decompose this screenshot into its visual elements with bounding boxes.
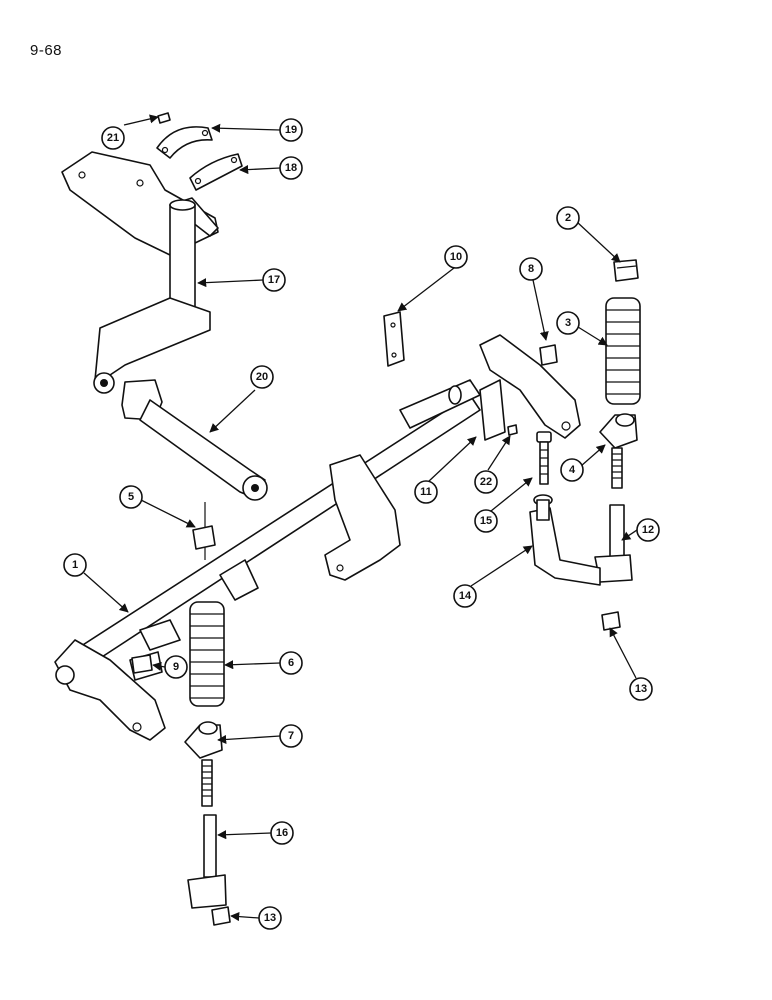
left-clevis-pin xyxy=(211,906,231,926)
callout-label: 4 xyxy=(569,464,576,476)
right-spring xyxy=(605,297,641,405)
callout: 22 xyxy=(474,470,498,494)
callout-label: 1 xyxy=(72,559,78,571)
callout: 13 xyxy=(629,677,653,701)
callout-label: 7 xyxy=(288,730,294,742)
callout-label: 12 xyxy=(642,524,654,536)
callout-label: 13 xyxy=(635,683,647,695)
callout: 1 xyxy=(63,553,87,577)
callout-label: 2 xyxy=(565,212,571,224)
right-cap-nut xyxy=(613,259,639,282)
callout: 4 xyxy=(560,458,584,482)
callout: 21 xyxy=(101,126,125,150)
callout: 7 xyxy=(279,724,303,748)
callout-label: 5 xyxy=(128,491,134,503)
small-screw xyxy=(157,112,171,124)
left-swivel-block xyxy=(184,721,223,759)
right-lever-arm xyxy=(479,334,581,439)
bolt xyxy=(536,431,552,485)
support-post xyxy=(169,199,196,311)
left-threaded-rod xyxy=(187,759,227,909)
left-spring xyxy=(189,601,225,707)
callout-label: 18 xyxy=(285,162,297,174)
right-clevis-pin xyxy=(601,611,621,631)
callout: 15 xyxy=(474,509,498,533)
callout: 11 xyxy=(414,480,438,504)
callout-label: 3 xyxy=(565,317,571,329)
leader-lines xyxy=(83,114,638,922)
clamp-lower xyxy=(189,153,243,191)
callout-label: 21 xyxy=(107,132,119,144)
cross-shaft xyxy=(74,379,481,669)
callout-label: 16 xyxy=(276,827,288,839)
yoke-arm xyxy=(529,494,601,586)
left-bushing xyxy=(131,654,153,674)
callout-label: 6 xyxy=(288,657,294,669)
right-threaded-rod xyxy=(594,447,633,583)
left-spring-bracket xyxy=(129,559,259,681)
pivot-bracket xyxy=(479,379,506,441)
right-sleeve xyxy=(539,344,558,366)
callout-label: 17 xyxy=(268,274,280,286)
callout: 6 xyxy=(279,651,303,675)
callout: 5 xyxy=(119,485,143,509)
clamp-upper xyxy=(156,126,213,159)
callout-label: 14 xyxy=(459,590,472,602)
callout-label: 13 xyxy=(264,912,276,924)
callout: 12 xyxy=(636,518,660,542)
callout-label: 11 xyxy=(420,486,432,498)
link-rod xyxy=(121,379,268,501)
callout-label: 8 xyxy=(528,263,534,275)
callout: 20 xyxy=(250,365,274,389)
callout: 2 xyxy=(556,206,580,230)
callout-label: 19 xyxy=(285,124,297,136)
right-swivel-block xyxy=(599,413,638,449)
left-lever-arm xyxy=(54,639,166,741)
mounting-plate xyxy=(383,311,405,367)
set-screw xyxy=(507,424,518,436)
callout-label: 10 xyxy=(450,251,462,263)
callout-label: 22 xyxy=(480,476,492,488)
left-nut xyxy=(192,502,216,560)
callout: 10 xyxy=(444,245,468,269)
callout-label: 20 xyxy=(256,371,268,383)
page-number: 9-68 xyxy=(30,42,63,59)
callout: 16 xyxy=(270,821,294,845)
callout-label: 9 xyxy=(173,661,179,673)
callout: 19 xyxy=(279,118,303,142)
center-lever-arm xyxy=(324,454,401,581)
callout-label: 15 xyxy=(480,515,492,527)
callout: 9 xyxy=(164,655,188,679)
callout: 13 xyxy=(258,906,282,930)
callout: 18 xyxy=(279,156,303,180)
support-foot xyxy=(93,297,211,394)
callout: 14 xyxy=(453,584,477,608)
callout: 8 xyxy=(519,257,543,281)
callout: 17 xyxy=(262,268,286,292)
callout: 3 xyxy=(556,311,580,335)
